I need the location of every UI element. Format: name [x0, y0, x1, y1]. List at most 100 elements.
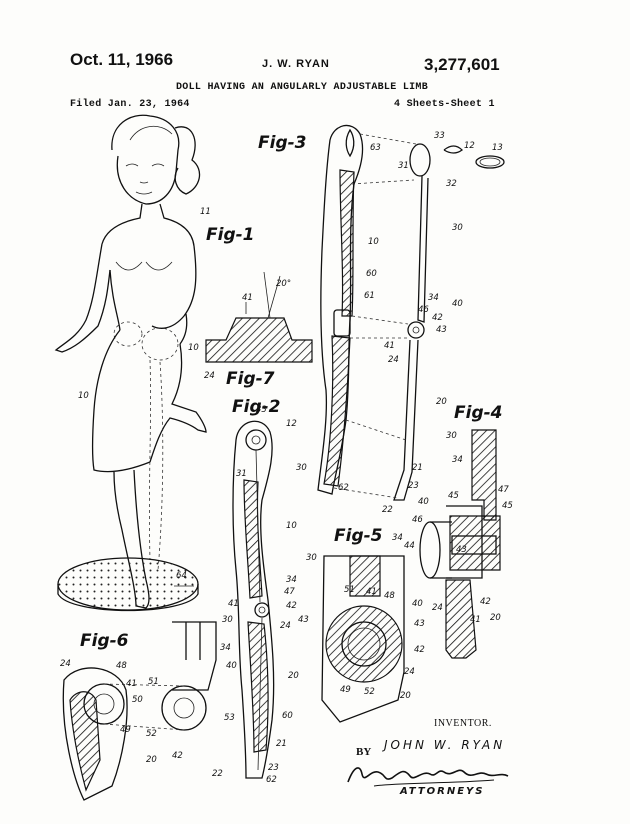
fig1-doll-drawing: [54, 114, 207, 612]
ref-42: 42: [286, 601, 297, 611]
fig4-label: Fig-4: [454, 403, 503, 423]
ref-24: 24: [388, 355, 399, 365]
ref-34: 34: [286, 575, 297, 585]
ref-42: 42: [480, 597, 491, 607]
patent-number: 3,277,601: [424, 55, 500, 74]
ref-50: 50: [132, 695, 143, 705]
ref-10: 10: [78, 391, 89, 401]
ref-21: 21: [412, 463, 423, 473]
fig2-leg-assembled-drawing: [232, 420, 275, 779]
ref-20: 20: [400, 691, 411, 701]
fig5-label: Fig-5: [334, 526, 383, 546]
ref-20: 20: [146, 755, 157, 765]
fig3-label: Fig-3: [258, 133, 307, 153]
ref-24: 24: [280, 621, 291, 631]
ref-33: 33: [256, 405, 267, 415]
reference-numerals: 11 10 10 64 41 24 33 12 30 31 10 34 47 4…: [60, 131, 513, 785]
ref-45: 45: [502, 501, 513, 511]
ref-11: 11: [200, 207, 211, 217]
patent-date: Oct. 11, 1966: [70, 50, 174, 69]
ref-30: 30: [446, 431, 457, 441]
ref-62: 62: [266, 775, 277, 785]
ref-42: 42: [172, 751, 183, 761]
ref-24: 24: [60, 659, 71, 669]
fig3-exploded-leg-drawing: [317, 124, 505, 501]
ref-41: 41: [126, 679, 137, 689]
ref-51: 51: [148, 677, 159, 687]
ref-60: 60: [282, 711, 293, 721]
ref-24: 24: [432, 603, 443, 613]
ref-24: 24: [404, 667, 415, 677]
ref-41: 41: [228, 599, 239, 609]
fig2-label: Fig-2: [232, 397, 281, 417]
ref-41: 41: [242, 293, 253, 303]
ref-49: 49: [120, 725, 131, 735]
sheet-count: 4 Sheets-Sheet 1: [394, 99, 495, 110]
inventor-header: J. W. RYAN: [262, 58, 330, 70]
ref-23: 23: [408, 481, 419, 491]
ref-20: 20: [490, 613, 501, 623]
ref-13: 13: [492, 143, 503, 153]
ref-42: 42: [432, 313, 443, 323]
ref-47: 47: [498, 485, 509, 495]
ref-31: 31: [236, 469, 247, 479]
ref-47: 47: [284, 587, 295, 597]
ref-34: 34: [428, 293, 439, 303]
ref-43: 43: [298, 615, 309, 625]
attorneys-label: ATTORNEYS: [400, 786, 485, 797]
fig6-label: Fig-6: [80, 631, 129, 651]
ref-34: 34: [452, 455, 463, 465]
ref-22: 22: [212, 769, 223, 779]
ref-62: 62: [338, 483, 349, 493]
ref-30: 30: [306, 553, 317, 563]
ref-34: 34: [392, 533, 403, 543]
ref-5: 45: [448, 491, 459, 501]
ref-43: 43: [436, 325, 447, 335]
ref-31: 31: [398, 161, 409, 171]
ref-53: 53: [224, 713, 235, 723]
ref-20: 20: [288, 671, 299, 681]
filed-date: Filed Jan. 23, 1964: [70, 99, 190, 110]
ref-30: 30: [222, 615, 233, 625]
ref-10: 10: [286, 521, 297, 531]
ref-41: 41: [366, 587, 377, 597]
angle-label: 20°: [276, 279, 291, 289]
fig6-gear-detail-drawing: [62, 621, 217, 801]
fig1-label: Fig-1: [206, 225, 255, 245]
ref-48: 48: [384, 591, 395, 601]
inventor-label: INVENTOR.: [434, 718, 492, 729]
ref-43: 43: [414, 619, 425, 629]
ref-46: 46: [418, 305, 429, 315]
fig7-label: Fig-7: [226, 369, 275, 389]
ref-52: 52: [146, 729, 157, 739]
ref-40: 40: [412, 599, 423, 609]
ref-44: 44: [404, 541, 415, 551]
inventor-name: JOHN W. RYAN: [384, 738, 506, 752]
ref-60: 60: [366, 269, 377, 279]
ref-12: 12: [464, 141, 475, 151]
ref-32: 32: [446, 179, 457, 189]
attorney-signature: [347, 767, 509, 787]
ref-41: 41: [384, 341, 395, 351]
ref-42: 42: [414, 645, 425, 655]
ref-49: 49: [340, 685, 351, 695]
ref-10: 10: [368, 237, 379, 247]
ref-34: 34: [220, 643, 231, 653]
ref-46: 46: [412, 515, 423, 525]
ref-22: 22: [382, 505, 393, 515]
ref-10: 10: [188, 343, 199, 353]
ref-51: 51: [344, 585, 355, 595]
ref-63: 63: [370, 143, 381, 153]
ref-40: 40: [226, 661, 237, 671]
fig7-section-drawing: [205, 271, 313, 363]
ref-40: 40: [418, 497, 429, 507]
ref-23: 23: [268, 763, 279, 773]
ref-40: 40: [452, 299, 463, 309]
ref-21: 21: [276, 739, 287, 749]
ref-61: 61: [364, 291, 375, 301]
ref-20: 20: [436, 397, 447, 407]
fig4-section-drawing: [419, 429, 501, 659]
fig5-gear-drawing: [321, 555, 405, 723]
by-label: BY: [356, 746, 372, 758]
